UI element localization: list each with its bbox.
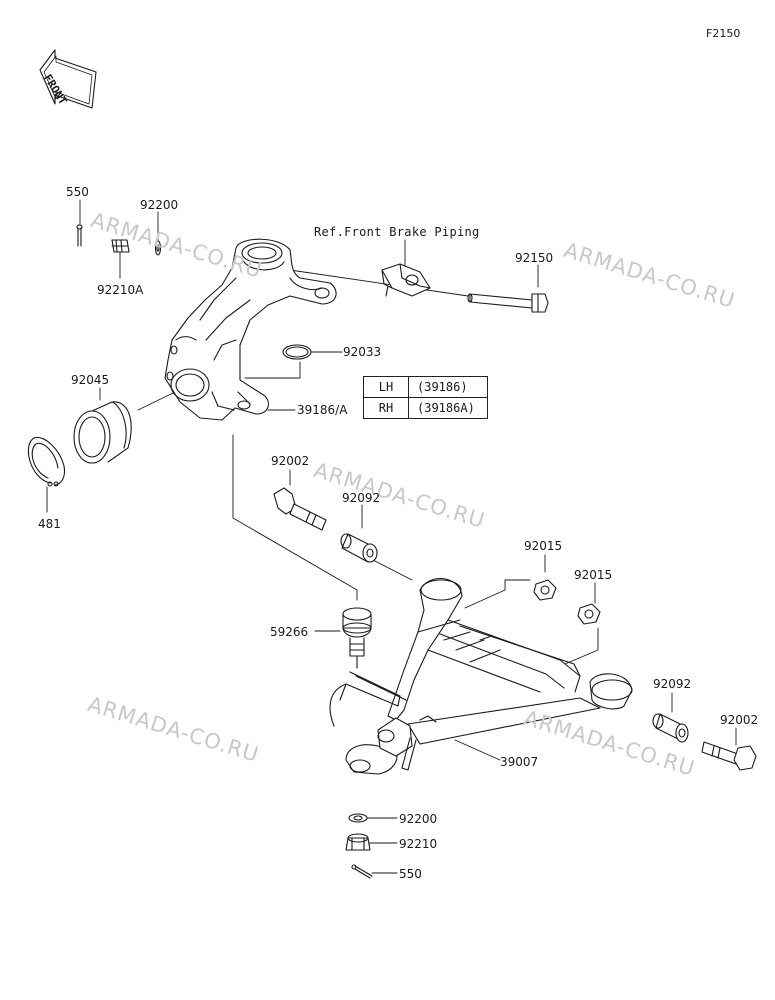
steering-knuckle-icon — [164, 238, 337, 421]
bushing-92092-right-icon — [652, 713, 689, 743]
part-label-92210[interactable]: 92210 — [399, 837, 438, 851]
castle-nut-bottom-icon — [345, 833, 371, 851]
snap-ring-92033-icon — [282, 344, 312, 360]
part-label-92045[interactable]: 92045 — [71, 373, 110, 387]
bolt-92002-left-icon — [273, 487, 327, 531]
variant-rh-key: RH — [363, 397, 409, 419]
part-label-39186[interactable]: 39186/A — [297, 403, 348, 417]
cotter-pin-bottom-icon — [351, 864, 373, 879]
part-label-59266[interactable]: 59266 — [270, 625, 309, 639]
brake-piping-clamp-icon — [381, 263, 431, 297]
variant-row-rh: RH (39186A) — [363, 397, 488, 419]
part-label-92015-a[interactable]: 92015 — [524, 539, 563, 553]
part-label-39007[interactable]: 39007 — [500, 755, 539, 769]
reference-note: Ref.Front Brake Piping — [314, 225, 480, 239]
ball-joint-59266-icon — [342, 607, 372, 669]
part-label-92033[interactable]: 92033 — [343, 345, 382, 359]
circlip-481-icon — [27, 436, 66, 487]
variant-table: LH (39186) RH (39186A) — [363, 376, 488, 419]
a-arm-39007-icon — [329, 577, 633, 775]
nut-92015-a-icon — [533, 579, 557, 601]
cotter-pin-top-icon — [76, 224, 83, 247]
part-label-550-bottom[interactable]: 550 — [399, 867, 422, 881]
bolt-92002-right-icon — [701, 741, 757, 771]
part-label-92002-right[interactable]: 92002 — [720, 713, 759, 727]
variant-rh-value: (39186A) — [408, 397, 488, 419]
part-label-92150[interactable]: 92150 — [515, 251, 554, 265]
variant-row-lh: LH (39186) — [363, 376, 488, 398]
variant-lh-value: (39186) — [408, 376, 488, 398]
washer-top-icon — [154, 240, 162, 256]
variant-lh-key: LH — [363, 376, 409, 398]
part-label-92092-left[interactable]: 92092 — [342, 491, 381, 505]
castle-nut-top-icon — [111, 239, 130, 253]
part-label-92002-left[interactable]: 92002 — [271, 454, 310, 468]
washer-bottom-icon — [348, 813, 368, 823]
part-label-550-top[interactable]: 550 — [66, 185, 89, 199]
bolt-92150-icon — [467, 293, 549, 313]
figure-id: F2150 — [706, 27, 741, 40]
part-label-92092-right[interactable]: 92092 — [653, 677, 692, 691]
bushing-92092-left-icon — [340, 533, 378, 563]
part-label-481[interactable]: 481 — [38, 517, 61, 531]
leader-lines — [46, 199, 737, 874]
part-label-92015-b[interactable]: 92015 — [574, 568, 613, 582]
nut-92015-b-icon — [577, 603, 601, 625]
part-label-92210a[interactable]: 92210A — [97, 283, 144, 297]
bearing-92045-icon — [73, 401, 132, 464]
part-label-92200-bottom[interactable]: 92200 — [399, 812, 438, 826]
part-label-92200-top[interactable]: 92200 — [140, 198, 179, 212]
front-arrow-icon — [39, 49, 97, 109]
